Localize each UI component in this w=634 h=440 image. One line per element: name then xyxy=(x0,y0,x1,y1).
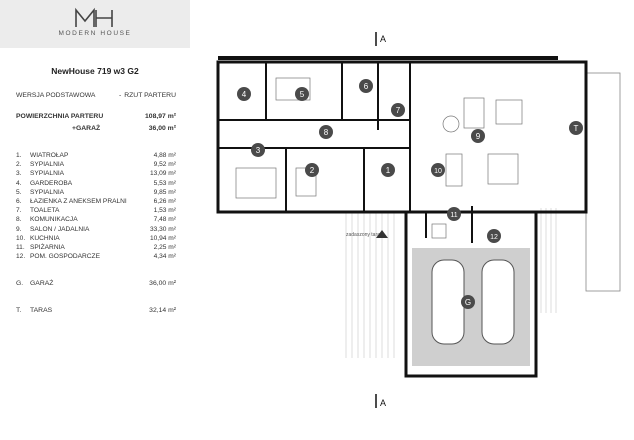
brand-name: MODERN HOUSE xyxy=(58,30,132,37)
project-title: NewHouse 719 w3 G2 xyxy=(51,66,139,76)
entrance-label: zadaszony taras xyxy=(346,232,383,238)
room-marker xyxy=(391,103,405,117)
garage-area: 36,00 m² xyxy=(149,280,176,287)
svg-text:3: 3 xyxy=(256,146,261,155)
svg-text:11: 11 xyxy=(450,212,457,219)
garage-label: GARAŻ xyxy=(30,280,54,287)
floor-label: RZUT PARTERU xyxy=(124,92,176,99)
room-marker xyxy=(319,125,333,139)
floor-plan: A A zadaszony taras 4 5 6 7 8 3 2 1 9 10… xyxy=(216,32,621,408)
svg-text:12: 12 xyxy=(490,234,498,241)
svg-text:2: 2 xyxy=(310,166,315,175)
svg-text:7: 7 xyxy=(396,106,401,115)
terrace-area xyxy=(585,72,621,292)
entrance-arrow-icon xyxy=(376,230,388,238)
room-marker xyxy=(447,207,461,221)
room-marker xyxy=(471,129,485,143)
terrace-label: TARAS xyxy=(30,307,53,314)
garage-plus-value: 36,00 m² xyxy=(148,125,176,132)
mh-monogram-icon xyxy=(75,7,113,27)
room-marker xyxy=(295,87,309,101)
ground-area-label: POWIERZCHNIA PARTERU xyxy=(16,113,104,120)
ground-area-value: 108,97 m² xyxy=(145,113,176,120)
section-mark-bottom: A xyxy=(380,398,386,408)
svg-text:1: 1 xyxy=(386,166,391,175)
room-marker xyxy=(305,163,319,177)
room-marker xyxy=(569,121,583,135)
terrace-area: 32,14 m² xyxy=(149,307,176,314)
room-marker xyxy=(359,79,373,93)
svg-text:9: 9 xyxy=(476,132,481,141)
variant-label: WERSJA PODSTAWOWA xyxy=(16,92,96,99)
room-marker xyxy=(381,163,395,177)
svg-text:8: 8 xyxy=(324,128,329,137)
car-icon xyxy=(431,259,515,345)
interior-walls xyxy=(218,62,473,243)
furniture xyxy=(235,77,523,239)
svg-text:6: 6 xyxy=(364,82,369,91)
svg-text:10: 10 xyxy=(434,168,442,175)
room-marker xyxy=(487,229,501,243)
separator: - xyxy=(119,92,122,99)
info-panel: MODERN HOUSE NewHouse 719 w3 G2 WERSJA P… xyxy=(0,0,190,440)
brand-header: MODERN HOUSE xyxy=(0,0,190,48)
garage-plus-label: +GARAŻ xyxy=(72,125,101,132)
svg-text:5: 5 xyxy=(300,90,305,99)
room-marker xyxy=(461,295,475,309)
terrace-hatch xyxy=(345,208,557,358)
room-marker xyxy=(237,87,251,101)
svg-text:G: G xyxy=(465,298,471,307)
room-marker xyxy=(251,143,265,157)
svg-text:T: T xyxy=(574,124,579,133)
room-markers: 4 5 6 7 8 3 2 1 9 10 11 12 G T xyxy=(237,79,583,309)
svg-text:4: 4 xyxy=(242,90,247,99)
house-outline xyxy=(216,60,588,214)
room-marker xyxy=(431,163,445,177)
section-mark-top: A xyxy=(380,34,386,44)
